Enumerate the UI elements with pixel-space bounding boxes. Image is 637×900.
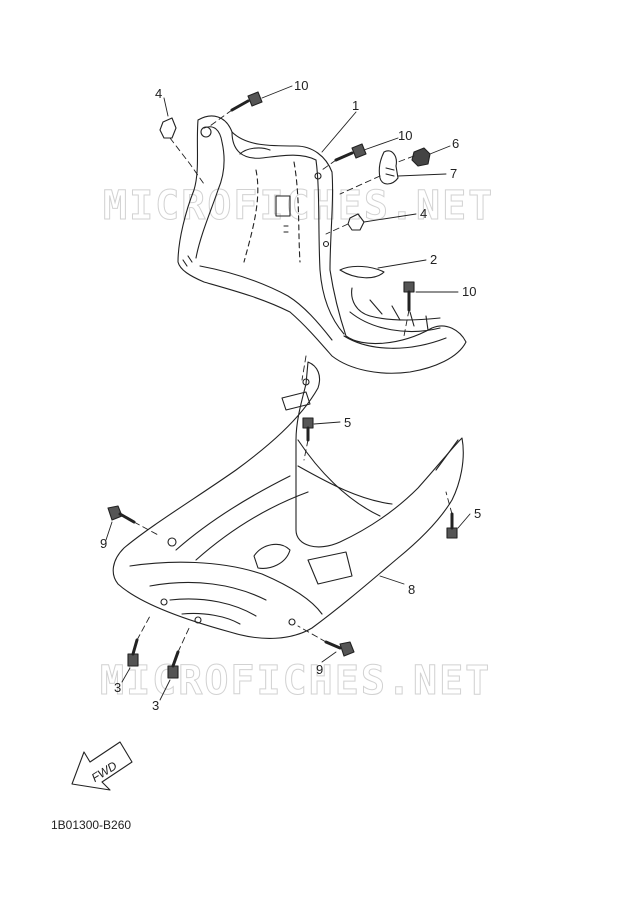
diagram-code: 1B01300-B260 [51,818,132,832]
seal-part-2 [339,265,385,279]
clip-nut-part-4-a [159,117,177,139]
bolt-part-9-a [107,505,136,524]
clip-nut-part-4-b [347,213,365,231]
callout-10-top: 10 [294,78,308,93]
screw-part-10-c [403,281,415,312]
callout-6: 6 [452,136,459,151]
callout-3-right: 3 [152,698,159,713]
screw-part-3-a [127,638,139,667]
leader-lines [105,85,471,701]
callout-7: 7 [450,166,457,181]
callout-5-upper: 5 [344,415,351,430]
assembly-lines [133,109,453,653]
fwd-arrow [71,741,133,791]
callout-5-right: 5 [474,506,481,521]
callout-4-right: 4 [420,206,427,221]
screw-part-5-b [446,512,458,539]
callout-1: 1 [352,98,359,113]
screw-part-5-a [302,417,314,442]
callout-4-left: 4 [155,86,162,101]
callout-2: 2 [430,252,437,267]
screw-part-10-a [230,91,263,112]
callout-labels: 10 1 10 6 7 4 2 10 4 5 5 8 9 9 3 3 FWD [89,78,481,785]
callout-10-middle: 10 [398,128,412,143]
watermark-bottom: MICROFICHES.NET [99,658,492,705]
callout-9-left: 9 [100,536,107,551]
bolt-part-9-b [324,640,355,657]
nut-part-6 [411,147,431,167]
screw-part-3-b [167,650,180,679]
leg-shield-part-1 [177,115,467,374]
callout-10-lower: 10 [462,284,476,299]
callout-3-left: 3 [114,680,121,695]
bracket-part-7 [378,150,399,185]
callout-8: 8 [408,582,415,597]
footboard-part-8 [112,361,464,639]
screw-part-10-b [334,143,367,162]
callout-9-bottom: 9 [316,662,323,677]
